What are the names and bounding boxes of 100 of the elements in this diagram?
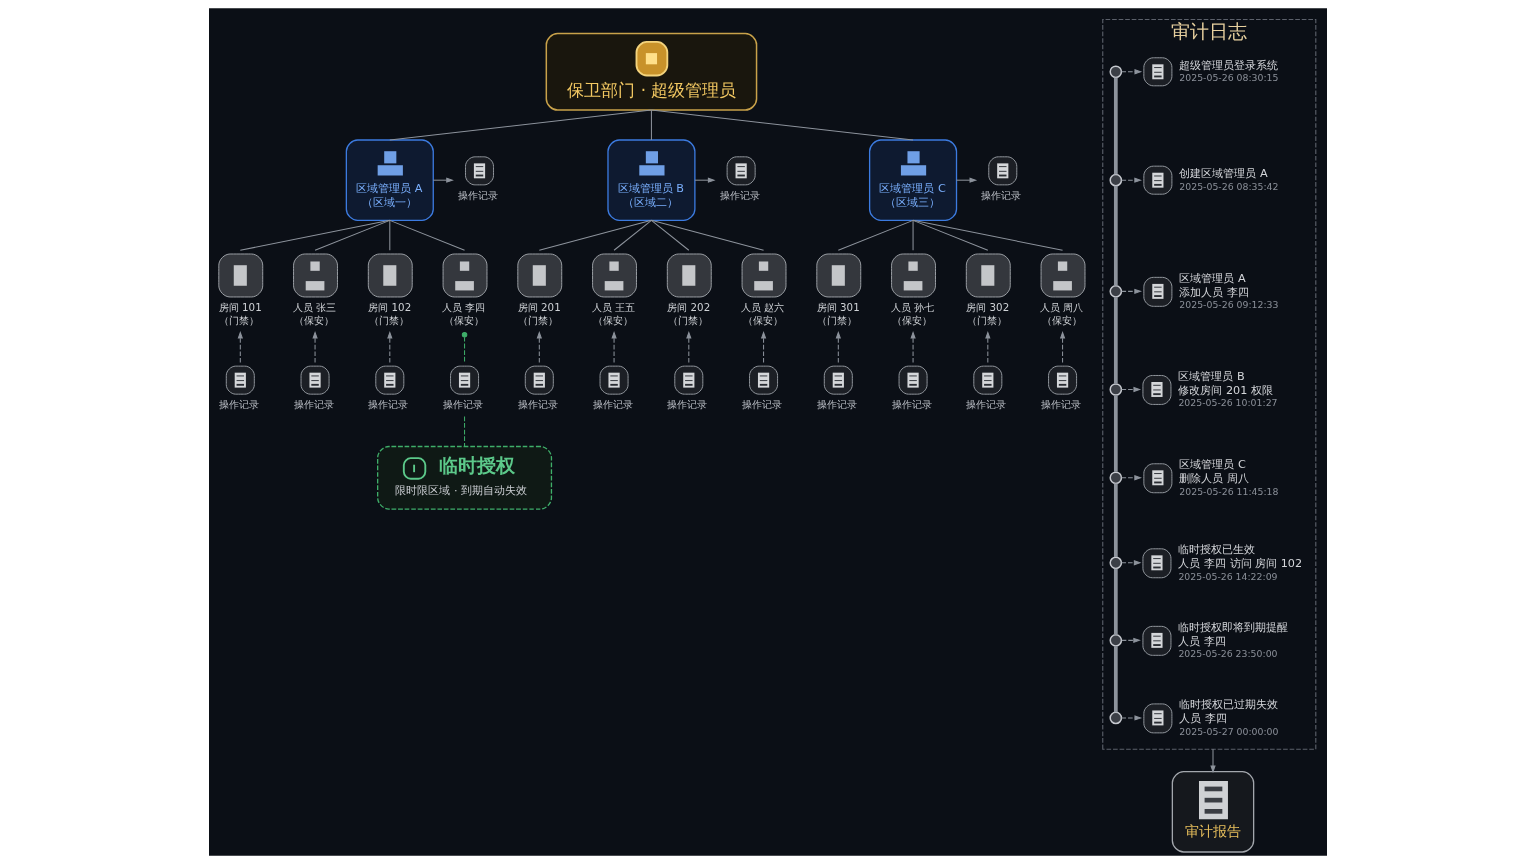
node-label: 临时授权即将到期提醒 — [1178, 620, 1289, 634]
connector — [314, 219, 391, 251]
arrow — [1120, 69, 1143, 75]
node-label: 人员 李四 — [1179, 712, 1227, 726]
node-circle — [1109, 173, 1123, 187]
arrow — [760, 330, 767, 363]
node-label: 区域管理员 C — [1179, 458, 1246, 472]
node-label: 操作记录 — [592, 397, 633, 410]
node-label: （门禁） — [667, 313, 708, 326]
node-label: （保安） — [1041, 313, 1082, 326]
arrow — [611, 330, 617, 363]
node-label: （门禁） — [966, 313, 1007, 326]
node-label: 操作记录 — [1041, 397, 1082, 410]
node-label: 添加人员 李四 — [1179, 285, 1249, 299]
node-box: 审计报告 — [1171, 771, 1255, 853]
node-label: 临时授权已过期失效 — [1179, 698, 1279, 712]
connector — [1113, 395, 1118, 472]
node-label: 删除人员 周八 — [1179, 472, 1249, 486]
node-label: 人员 李四 — [442, 300, 486, 313]
node-label: 操作记录 — [443, 397, 484, 410]
node-label: （门禁） — [518, 313, 559, 326]
node-circle — [1109, 634, 1123, 647]
arrow — [1059, 330, 1066, 363]
node-label: 操作记录 — [293, 397, 334, 410]
node-label: 2025-05-26 10:01:27 — [1178, 397, 1278, 409]
connector — [650, 109, 914, 141]
node-label: 房间 201 — [517, 300, 561, 313]
arrow — [1210, 748, 1216, 774]
node-circle — [1109, 285, 1123, 298]
node-label: 2025-05-26 09:12:33 — [1179, 299, 1279, 311]
connector — [837, 219, 914, 251]
node-label: 操作记录 — [891, 397, 932, 410]
connector — [461, 331, 468, 363]
node-label: 房间 101 — [218, 300, 262, 313]
node-box: 区域管理员 A （区域一） — [345, 139, 434, 221]
node-label: 操作记录 — [981, 188, 1022, 201]
connector — [1113, 483, 1118, 557]
arrow — [1121, 288, 1142, 295]
arrow — [910, 330, 916, 363]
connector — [1113, 185, 1118, 286]
node-label: 2025-05-26 11:45:18 — [1179, 485, 1279, 497]
node-circle — [1109, 711, 1123, 725]
node-label: （保安） — [294, 313, 335, 326]
node-label: （保安） — [593, 313, 634, 326]
node-label: 操作记录 — [667, 397, 708, 410]
node-label: 房间 302 — [966, 300, 1010, 313]
node-label: （保安） — [742, 313, 783, 326]
node-label: 人员 张三 — [292, 300, 336, 313]
node-label: 操作记录 — [517, 397, 558, 410]
arrow — [432, 177, 454, 183]
node-label: （保安） — [443, 313, 484, 326]
connector — [1113, 646, 1118, 713]
node-label: 2025-05-27 00:00:00 — [1179, 725, 1279, 737]
connector — [650, 219, 690, 251]
connector — [912, 219, 989, 251]
node-label: 操作记录 — [458, 188, 499, 201]
node-label: （门禁） — [817, 313, 858, 326]
node-label: 操作记录 — [719, 188, 760, 201]
node-label: 操作记录 — [218, 397, 259, 410]
connector — [1113, 77, 1118, 175]
node-label: 人员 王五 — [591, 300, 635, 313]
node-label: 临时授权已生效 — [1178, 543, 1256, 557]
arrow — [312, 330, 318, 363]
node-label: 人员 周八 — [1040, 300, 1084, 313]
node-label: 修改房间 201 权限 — [1178, 383, 1273, 397]
arrow — [694, 177, 716, 183]
node-label: 操作记录 — [816, 397, 857, 410]
node-label: 人员 李四 — [1178, 634, 1226, 648]
node-label: 超级管理员登录系统 — [1179, 58, 1279, 72]
arrow — [1121, 386, 1142, 393]
node-circle — [1109, 383, 1123, 396]
arrow — [1121, 475, 1142, 481]
node-box: 区域管理员 B （区域二） — [607, 139, 696, 221]
node-box: 区域管理员 C （区域三） — [868, 139, 958, 221]
arrow — [985, 330, 991, 363]
arrow — [835, 330, 841, 363]
arrow — [1121, 177, 1142, 183]
node-label: （保安） — [892, 313, 933, 326]
connector — [389, 219, 466, 251]
arrow — [1121, 637, 1141, 644]
arrow — [686, 330, 692, 363]
node-label: 人员 李四 访问 房间 102 — [1178, 557, 1303, 571]
node-label: 2025-05-26 08:35:42 — [1179, 180, 1279, 192]
node-circle — [1109, 471, 1123, 485]
node-label: （门禁） — [219, 313, 260, 326]
connector — [650, 219, 765, 251]
node-label: （门禁） — [368, 313, 409, 326]
connector — [613, 219, 652, 251]
arrow — [1120, 715, 1143, 721]
connector — [912, 219, 914, 251]
node-label: 人员 孙七 — [890, 300, 934, 313]
arrow — [1120, 560, 1142, 566]
arrow — [536, 330, 542, 363]
node-circle — [1109, 556, 1123, 570]
node-label: 创建区域管理员 A — [1179, 167, 1268, 180]
node-box: 保卫部门 · 超级管理员 — [545, 32, 758, 111]
node-label: 操作记录 — [966, 397, 1007, 410]
node-label: 2025-05-26 14:22:09 — [1178, 570, 1278, 582]
node-label: 人员 赵六 — [741, 300, 785, 313]
node-label: 操作记录 — [742, 397, 783, 410]
